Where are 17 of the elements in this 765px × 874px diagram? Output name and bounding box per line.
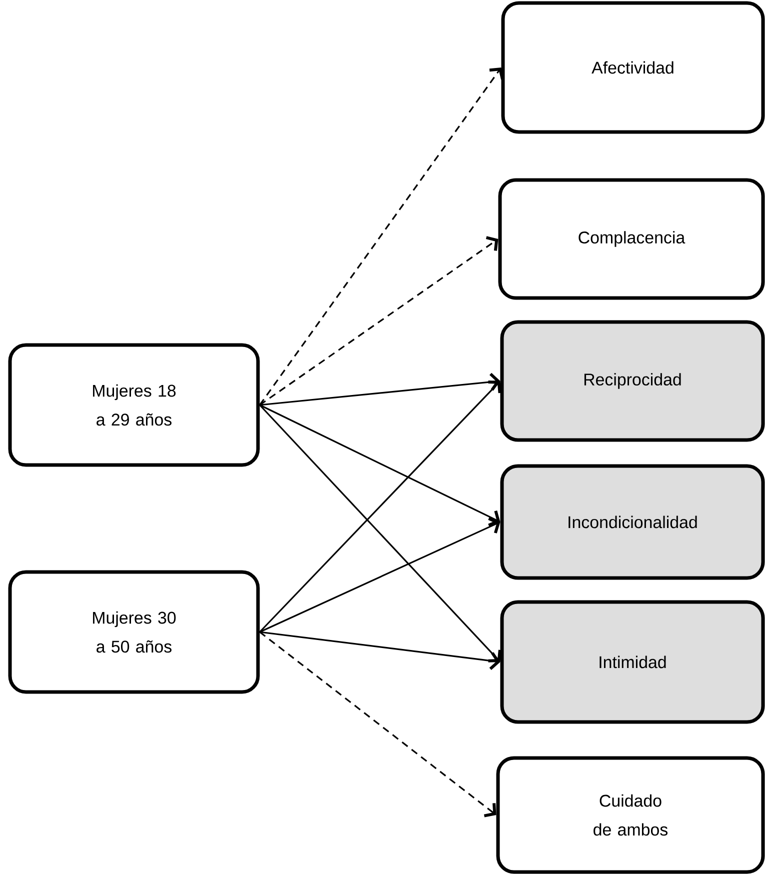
rounded-box: Intimidad [500, 600, 765, 724]
arrow [259, 380, 502, 633]
rounded-box: Mujeres 30 a 50 años [8, 570, 260, 694]
arrow [259, 236, 498, 406]
arrow [259, 404, 502, 662]
arrow [259, 404, 500, 527]
arrow [259, 68, 504, 406]
arrow [260, 372, 500, 406]
rounded-box: Cuidado de ambos [496, 756, 765, 874]
arrow [260, 631, 500, 670]
arrow [259, 631, 496, 818]
rounded-box: Complacencia [498, 178, 765, 300]
rounded-box: Incondicionalidad [500, 464, 765, 580]
rounded-box: Afectividad [501, 1, 765, 134]
arrow [259, 517, 500, 633]
rounded-box: Reciprocidad [500, 320, 765, 442]
rounded-box: Mujeres 18 a 29 años [8, 343, 260, 467]
